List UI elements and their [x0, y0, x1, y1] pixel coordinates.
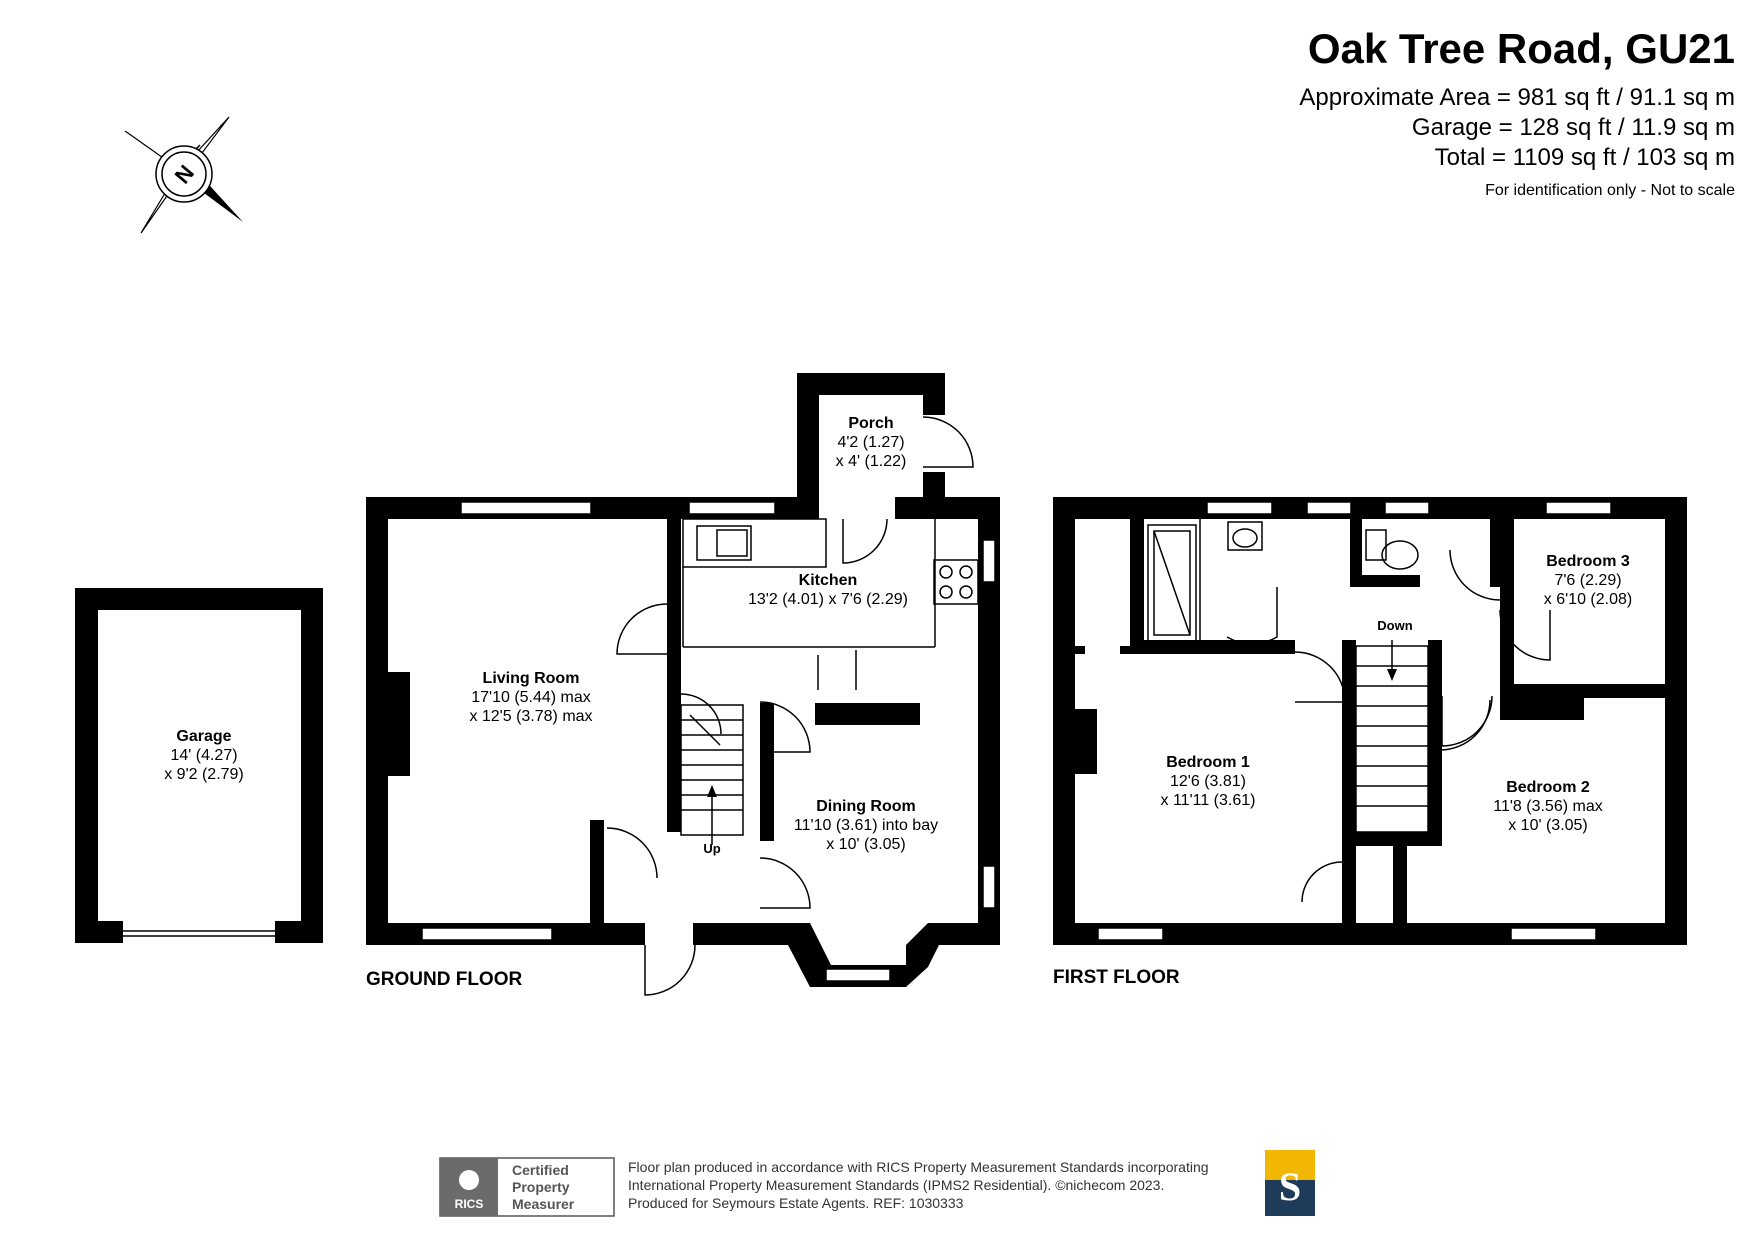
- room-dimension: x 10' (3.05): [826, 836, 906, 853]
- logo-letter: S: [1279, 1164, 1301, 1209]
- room-name: Dining Room: [816, 798, 916, 815]
- approximate-area: Approximate Area = 981 sq ft / 91.1 sq m: [1299, 84, 1735, 111]
- room-label-kitchen: Kitchen 13'2 (4.01) x 7'6 (2.29): [748, 572, 908, 608]
- room-label-bedroom-3: Bedroom 3 7'6 (2.29) x 6'10 (2.08): [1544, 553, 1632, 608]
- room-name: Living Room: [483, 670, 580, 687]
- page-title: Oak Tree Road, GU21: [1307, 25, 1735, 72]
- room-name: Garage: [176, 728, 231, 745]
- room-dimension: x 10' (3.05): [1508, 817, 1588, 834]
- stairs-up-label: Up: [703, 841, 720, 856]
- first-floor-label: FIRST FLOOR: [1053, 967, 1180, 988]
- rics-certification-badge: RICS Certified Property Measurer: [439, 1157, 615, 1217]
- room-name: Kitchen: [799, 572, 858, 589]
- scale-note: For identification only - Not to scale: [1485, 182, 1735, 199]
- footer-disclaimer: Floor plan produced in accordance with R…: [628, 1158, 1209, 1212]
- room-dimension: x 9'2 (2.79): [164, 766, 244, 783]
- room-label-porch: Porch 4'2 (1.27) x 4' (1.22): [836, 415, 907, 470]
- room-dimension: x 4' (1.22): [836, 453, 907, 470]
- logo-top-panel: [1265, 1150, 1315, 1180]
- compass-icon: N: [124, 116, 243, 234]
- ground-floor-plan: [366, 373, 1000, 996]
- room-name: Porch: [848, 415, 893, 432]
- room-dimension: x 11'11 (3.61): [1161, 792, 1256, 809]
- room-dimension: 11'8 (3.56) max: [1493, 798, 1602, 815]
- room-dimension: 17'10 (5.44) max: [471, 689, 591, 706]
- room-name: Bedroom 2: [1506, 779, 1590, 796]
- room-dimension: 11'10 (3.61) into bay: [794, 817, 938, 834]
- room-label-bedroom-2: Bedroom 2 11'8 (3.56) max x 10' (3.05): [1493, 779, 1602, 834]
- rics-logo-text: RICS: [455, 1197, 484, 1211]
- logo-bottom-panel: [1265, 1180, 1315, 1216]
- room-label-dining-room: Dining Room 11'10 (3.61) into bay x 10' …: [794, 798, 938, 853]
- certified-label: Certified: [512, 1162, 569, 1178]
- footer-line-1: Floor plan produced in accordance with R…: [628, 1159, 1209, 1175]
- garage-area: Garage = 128 sq ft / 11.9 sq m: [1411, 114, 1735, 141]
- room-dimension: 12'6 (3.81): [1170, 773, 1246, 790]
- room-dimension: x 6'10 (2.08): [1544, 591, 1632, 608]
- garage-plan: [75, 588, 323, 943]
- room-label-garage: Garage 14' (4.27) x 9'2 (2.79): [164, 728, 244, 783]
- room-dimension: 13'2 (4.01) x 7'6 (2.29): [748, 591, 908, 608]
- stairs-down-label: Down: [1377, 618, 1412, 633]
- total-area: Total = 1109 sq ft / 103 sq m: [1434, 144, 1735, 171]
- footer-line-3: Produced for Seymours Estate Agents. REF…: [628, 1195, 964, 1211]
- room-dimension: 7'6 (2.29): [1554, 572, 1621, 589]
- seymours-logo: S: [1265, 1150, 1315, 1216]
- room-dimension: x 12'5 (3.78) max: [469, 708, 592, 725]
- rics-emblem-icon: [459, 1170, 479, 1190]
- first-floor-plan: [1053, 497, 1687, 945]
- first-floor-stairs: [1355, 640, 1429, 833]
- room-name: Bedroom 1: [1166, 754, 1250, 771]
- room-dimension: 4'2 (1.27): [837, 434, 904, 451]
- room-name: Bedroom 3: [1546, 553, 1630, 570]
- ground-floor-stairs: [680, 704, 744, 845]
- property-label: Property: [512, 1179, 570, 1195]
- room-dimension: 14' (4.27): [170, 747, 237, 764]
- ground-floor-label: GROUND FLOOR: [366, 969, 522, 990]
- room-label-living-room: Living Room 17'10 (5.44) max x 12'5 (3.7…: [469, 670, 592, 725]
- room-label-bedroom-1: Bedroom 1 12'6 (3.81) x 11'11 (3.61): [1161, 754, 1256, 809]
- measurer-label: Measurer: [512, 1196, 575, 1212]
- footer-line-2: International Property Measurement Stand…: [628, 1177, 1165, 1193]
